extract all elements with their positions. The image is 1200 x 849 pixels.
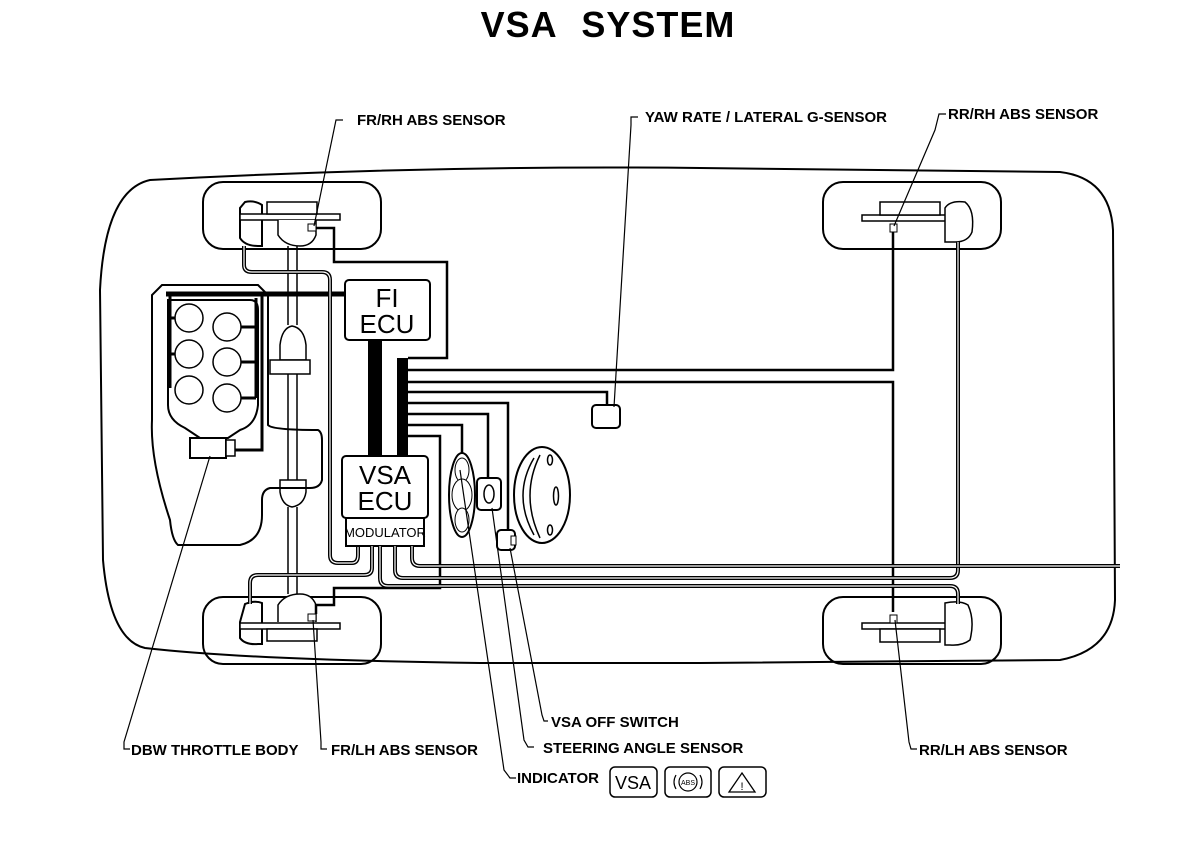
vsa-harness-trunk xyxy=(397,358,408,458)
fi-vsa-bus xyxy=(368,340,382,458)
vsa-ecu-label-line1: VSA xyxy=(359,460,412,490)
fi-ecu-label-line1: FI xyxy=(375,283,398,313)
vsa-indicator-icon: VSA xyxy=(615,773,651,793)
vsa-off-switch xyxy=(496,529,517,551)
wheel-front-right xyxy=(202,181,382,250)
indicator-lamp-vsa: VSA xyxy=(609,766,658,798)
vsa-ecu-label-line2: ECU xyxy=(358,486,413,516)
harness-branches xyxy=(314,232,895,614)
dbw-throttle-body xyxy=(189,296,264,459)
diagram-title: VSA SYSTEM xyxy=(480,4,736,45)
abs-indicator-icon: ABS xyxy=(673,772,703,792)
label-vsa-off-switch: VSA OFF SWITCH xyxy=(551,714,679,731)
steering-angle-sensor xyxy=(476,477,502,511)
svg-text:!: ! xyxy=(740,781,743,793)
label-fr-lh-abs-sensor: FR/LH ABS SENSOR xyxy=(331,742,478,759)
yaw-rate-sensor xyxy=(591,404,621,429)
car-body-outline xyxy=(98,166,1117,664)
label-indicator: INDICATOR xyxy=(517,770,599,787)
vsa-ecu: VSA ECU xyxy=(341,455,429,519)
fi-ecu: FI ECU xyxy=(344,279,431,341)
wheel-front-left xyxy=(202,593,382,665)
label-rr-rh-abs-sensor: RR/RH ABS SENSOR xyxy=(948,106,1098,123)
fi-ecu-label-line2: ECU xyxy=(360,309,415,339)
modulator-label: MODULATOR xyxy=(344,525,426,540)
indicator-lamp-warning: ! xyxy=(718,766,767,798)
wheel-rear-right xyxy=(822,181,1002,250)
brake-lines xyxy=(248,242,1120,604)
callout-leaders xyxy=(123,113,946,779)
label-steering-angle-sensor: STEERING ANGLE SENSOR xyxy=(543,740,743,757)
steering-wheel xyxy=(513,446,571,544)
modulator: MODULATOR xyxy=(344,517,426,547)
label-fr-rh-abs-sensor: FR/RH ABS SENSOR xyxy=(357,112,506,129)
label-dbw-throttle-body: DBW THROTTLE BODY xyxy=(131,742,298,759)
engine-block xyxy=(150,284,323,546)
indicator-cluster xyxy=(448,452,476,538)
front-driveshaft xyxy=(269,246,311,594)
label-rr-lh-abs-sensor: RR/LH ABS SENSOR xyxy=(919,742,1068,759)
warning-triangle-icon: ! xyxy=(727,771,757,793)
indicator-lamp-abs: ABS xyxy=(664,766,712,798)
wheel-rear-left xyxy=(822,596,1002,665)
label-yaw-rate-sensor: YAW RATE / LATERAL G-SENSOR xyxy=(645,109,887,126)
svg-text:ABS: ABS xyxy=(681,780,695,787)
fr-rh-sensor-wire xyxy=(316,226,449,360)
